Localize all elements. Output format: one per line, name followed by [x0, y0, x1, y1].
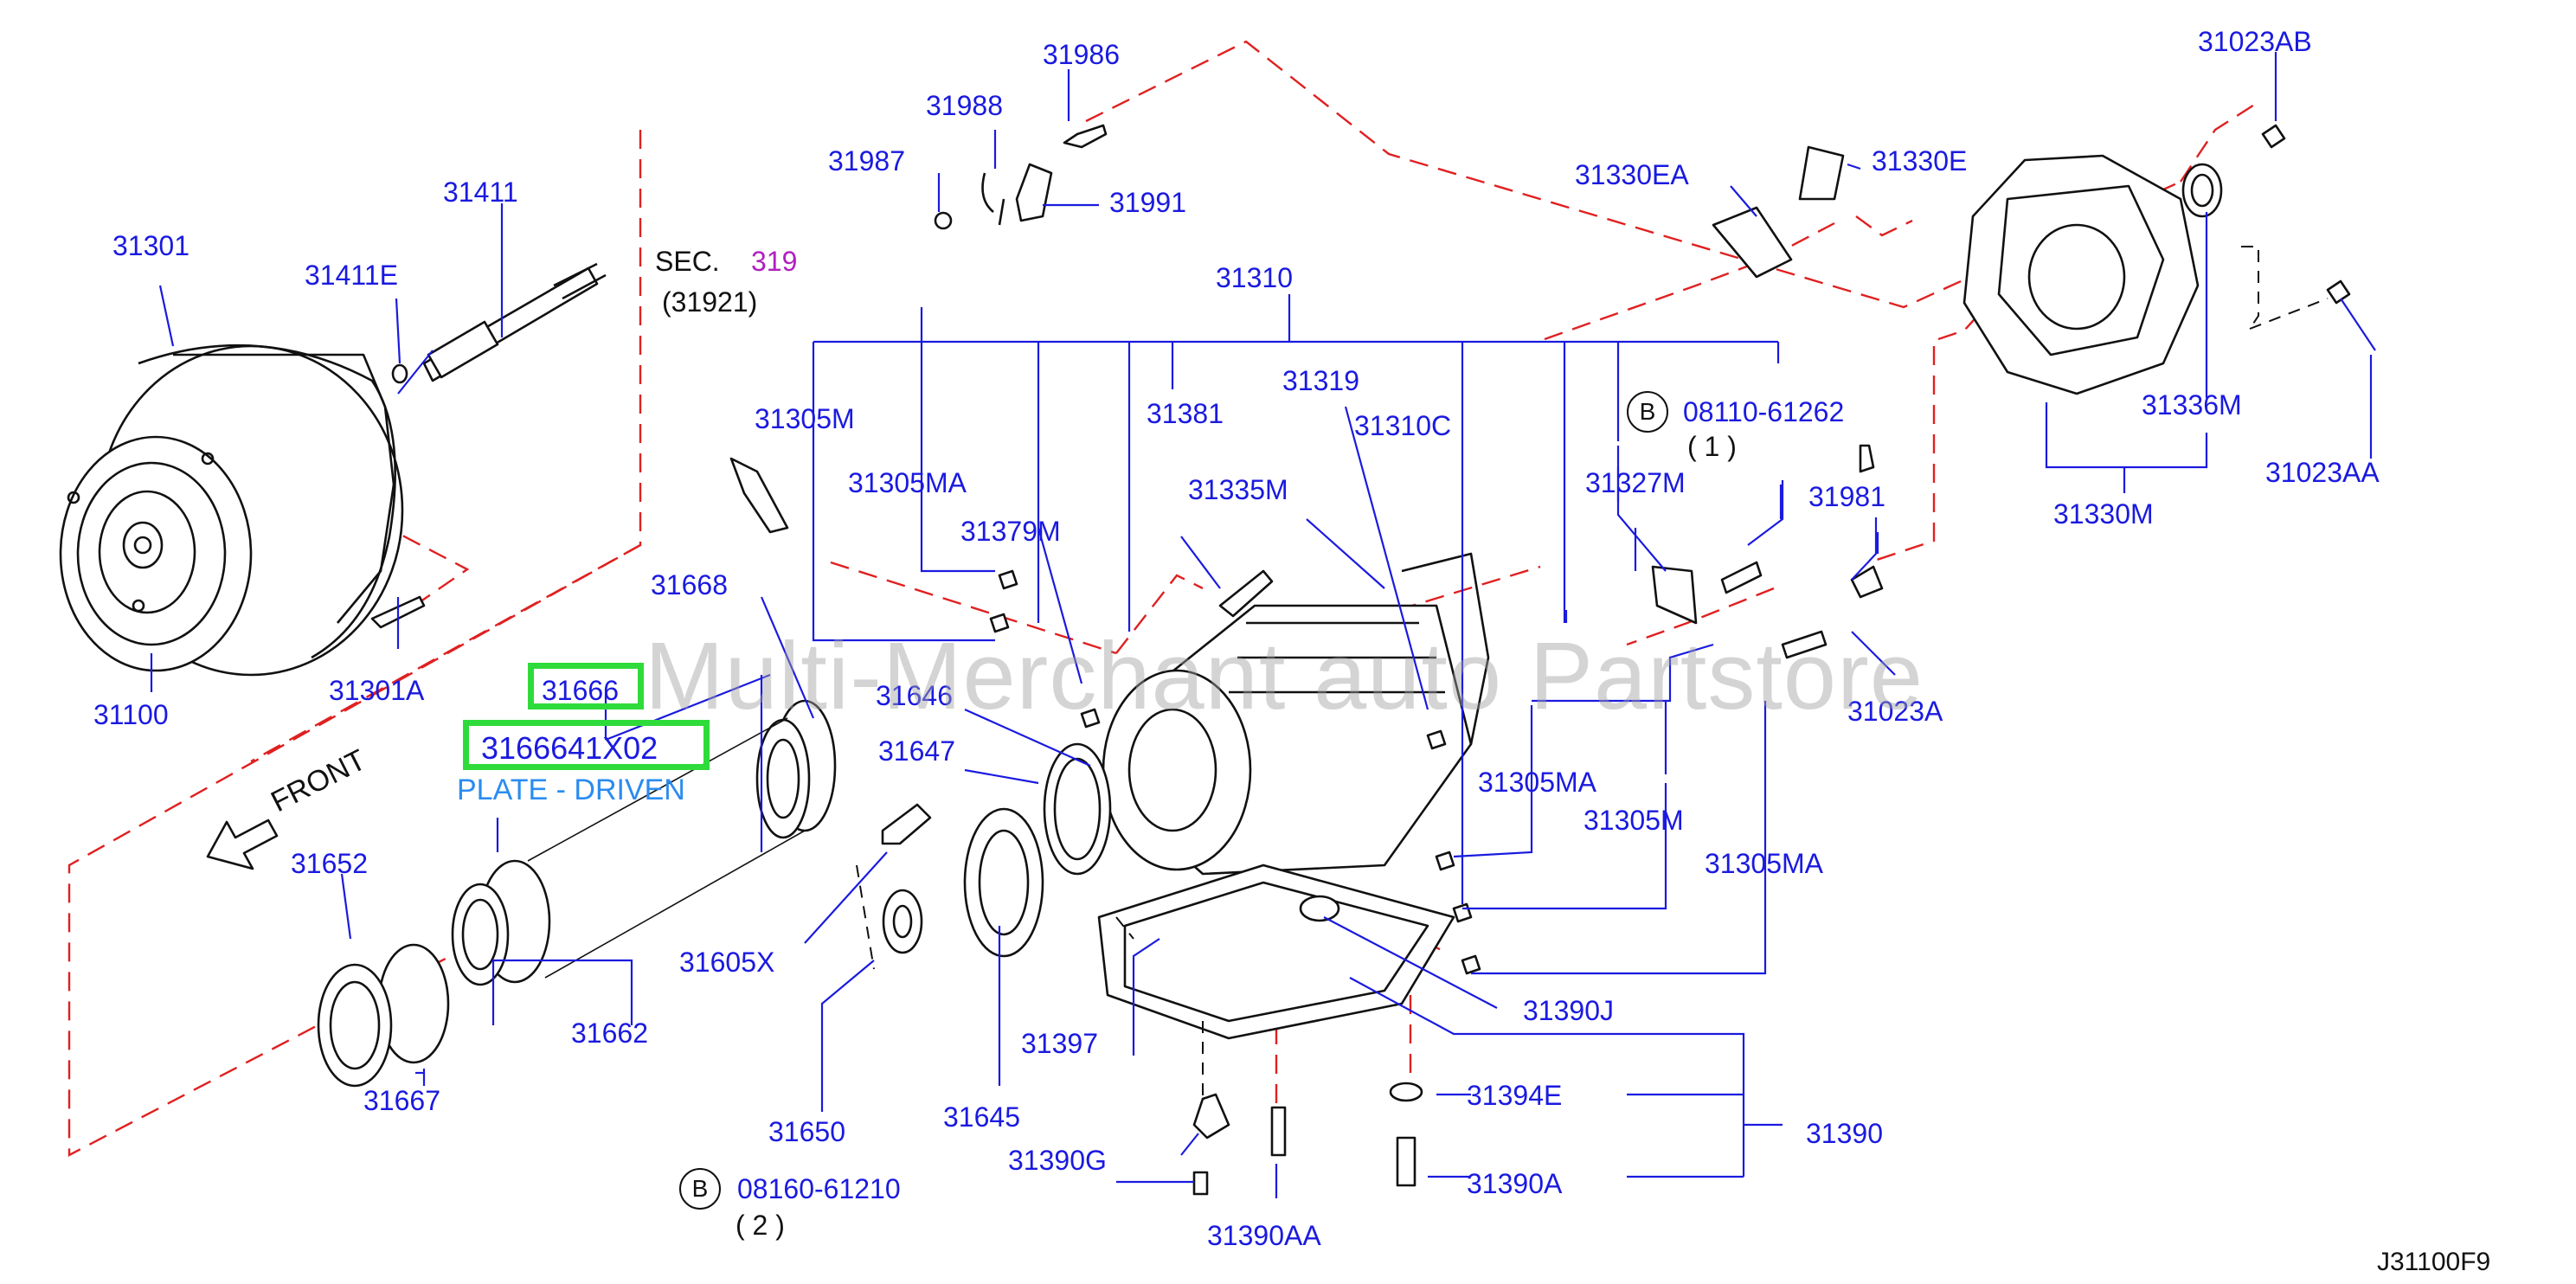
watermark: Multi-Merchant auto Partstore: [645, 623, 1924, 729]
part-label-31390[interactable]: 31390: [1806, 1118, 1883, 1149]
part-label-31023AB[interactable]: 31023AB: [2198, 26, 2312, 57]
part-label-31647[interactable]: 31647: [878, 735, 955, 767]
part-label-31305MA-a[interactable]: 31305MA: [848, 467, 967, 498]
section-ref: (31921): [662, 286, 758, 318]
highlight-part-label: 31666: [542, 675, 619, 706]
part-label-31330EA[interactable]: 31330EA: [1575, 159, 1689, 190]
highlight-box-part-number[interactable]: 3166641X02: [463, 720, 710, 770]
fasteners-drawing: [370, 124, 2351, 1196]
figure-code: J31100F9: [2377, 1248, 2491, 1276]
input-shaft-drawing: [391, 262, 607, 384]
part-label-31335M[interactable]: 31335M: [1188, 474, 1288, 505]
highlight-description: PLATE - DRIVEN: [457, 774, 685, 806]
part-label-31379M[interactable]: 31379M: [960, 516, 1061, 547]
part-label-31662[interactable]: 31662: [571, 1018, 648, 1049]
part-label-31668[interactable]: 31668: [651, 569, 728, 600]
highlight-box-part[interactable]: 31666: [528, 663, 644, 709]
part-label-31411E[interactable]: 31411E: [305, 260, 398, 291]
highlight-part-number: 3166641X02: [481, 730, 658, 766]
part-label-31310[interactable]: 31310: [1216, 262, 1293, 293]
bolt-ref-qty-1: ( 1 ): [1687, 431, 1737, 462]
part-label-31330E[interactable]: 31330E: [1872, 145, 1968, 177]
part-label-31023A[interactable]: 31023A: [1847, 696, 1943, 727]
part-label-31981[interactable]: 31981: [1808, 481, 1885, 512]
part-label-31381[interactable]: 31381: [1147, 398, 1224, 429]
part-label-31397[interactable]: 31397: [1021, 1028, 1098, 1059]
bolt-ref-letter-1: B: [1627, 391, 1668, 433]
part-label-31991[interactable]: 31991: [1109, 187, 1186, 218]
bolt-ref-letter-2: B: [679, 1168, 721, 1210]
part-label-31305M-a[interactable]: 31305M: [755, 403, 855, 434]
part-label-31305MA-c[interactable]: 31305MA: [1705, 848, 1823, 879]
oil-pan-drawing: [1097, 863, 1455, 1040]
part-label-31023AA[interactable]: 31023AA: [2265, 457, 2380, 488]
section-prefix: SEC.: [655, 246, 720, 277]
part-label-31987[interactable]: 31987: [828, 145, 905, 177]
part-label-31330M[interactable]: 31330M: [2053, 498, 2154, 530]
black-dashed-lines: [856, 246, 2329, 1099]
part-label-31305MA-b[interactable]: 31305MA: [1478, 767, 1596, 798]
part-label-31646[interactable]: 31646: [876, 680, 953, 711]
part-label-31305M-b[interactable]: 31305M: [1584, 805, 1684, 836]
bolt-ref-number-2[interactable]: 08160-61210: [737, 1173, 901, 1204]
part-label-31310C[interactable]: 31310C: [1354, 410, 1452, 441]
part-label-31390G[interactable]: 31390G: [1008, 1145, 1107, 1176]
seals-drawing: [881, 742, 1112, 958]
part-label-31327M[interactable]: 31327M: [1585, 467, 1686, 498]
part-label-31650[interactable]: 31650: [768, 1116, 845, 1147]
part-label-31411[interactable]: 31411: [443, 177, 518, 208]
torque-converter-drawing: [59, 343, 404, 677]
part-label-31390A[interactable]: 31390A: [1467, 1168, 1563, 1199]
part-label-31394E[interactable]: 31394E: [1467, 1080, 1563, 1111]
part-label-31301A[interactable]: 31301A: [329, 675, 425, 706]
bolt-ref-qty-2: ( 2 ): [736, 1210, 785, 1241]
part-label-31319[interactable]: 31319: [1282, 365, 1359, 396]
part-label-31645[interactable]: 31645: [943, 1101, 1020, 1133]
section-number[interactable]: 319: [751, 246, 798, 277]
part-label-31605X[interactable]: 31605X: [679, 947, 775, 978]
part-label-31667[interactable]: 31667: [363, 1085, 440, 1116]
part-label-31336M[interactable]: 31336M: [2142, 389, 2242, 421]
part-label-31986[interactable]: 31986: [1043, 39, 1120, 70]
part-label-31301[interactable]: 31301: [112, 230, 190, 261]
converter-housing-drawing: [1963, 154, 2223, 395]
bolt-ref-number-1[interactable]: 08110-61262: [1683, 396, 1845, 427]
part-label-31988[interactable]: 31988: [926, 90, 1003, 121]
part-label-31390J[interactable]: 31390J: [1523, 995, 1614, 1026]
part-label-31100[interactable]: 31100: [93, 699, 169, 730]
part-label-31390AA[interactable]: 31390AA: [1207, 1220, 1321, 1251]
clutch-pack-drawing: [317, 699, 837, 1088]
transmission-case-drawing: [1102, 552, 1490, 876]
part-label-31652[interactable]: 31652: [291, 848, 368, 879]
leader-lines: [150, 52, 2376, 1198]
